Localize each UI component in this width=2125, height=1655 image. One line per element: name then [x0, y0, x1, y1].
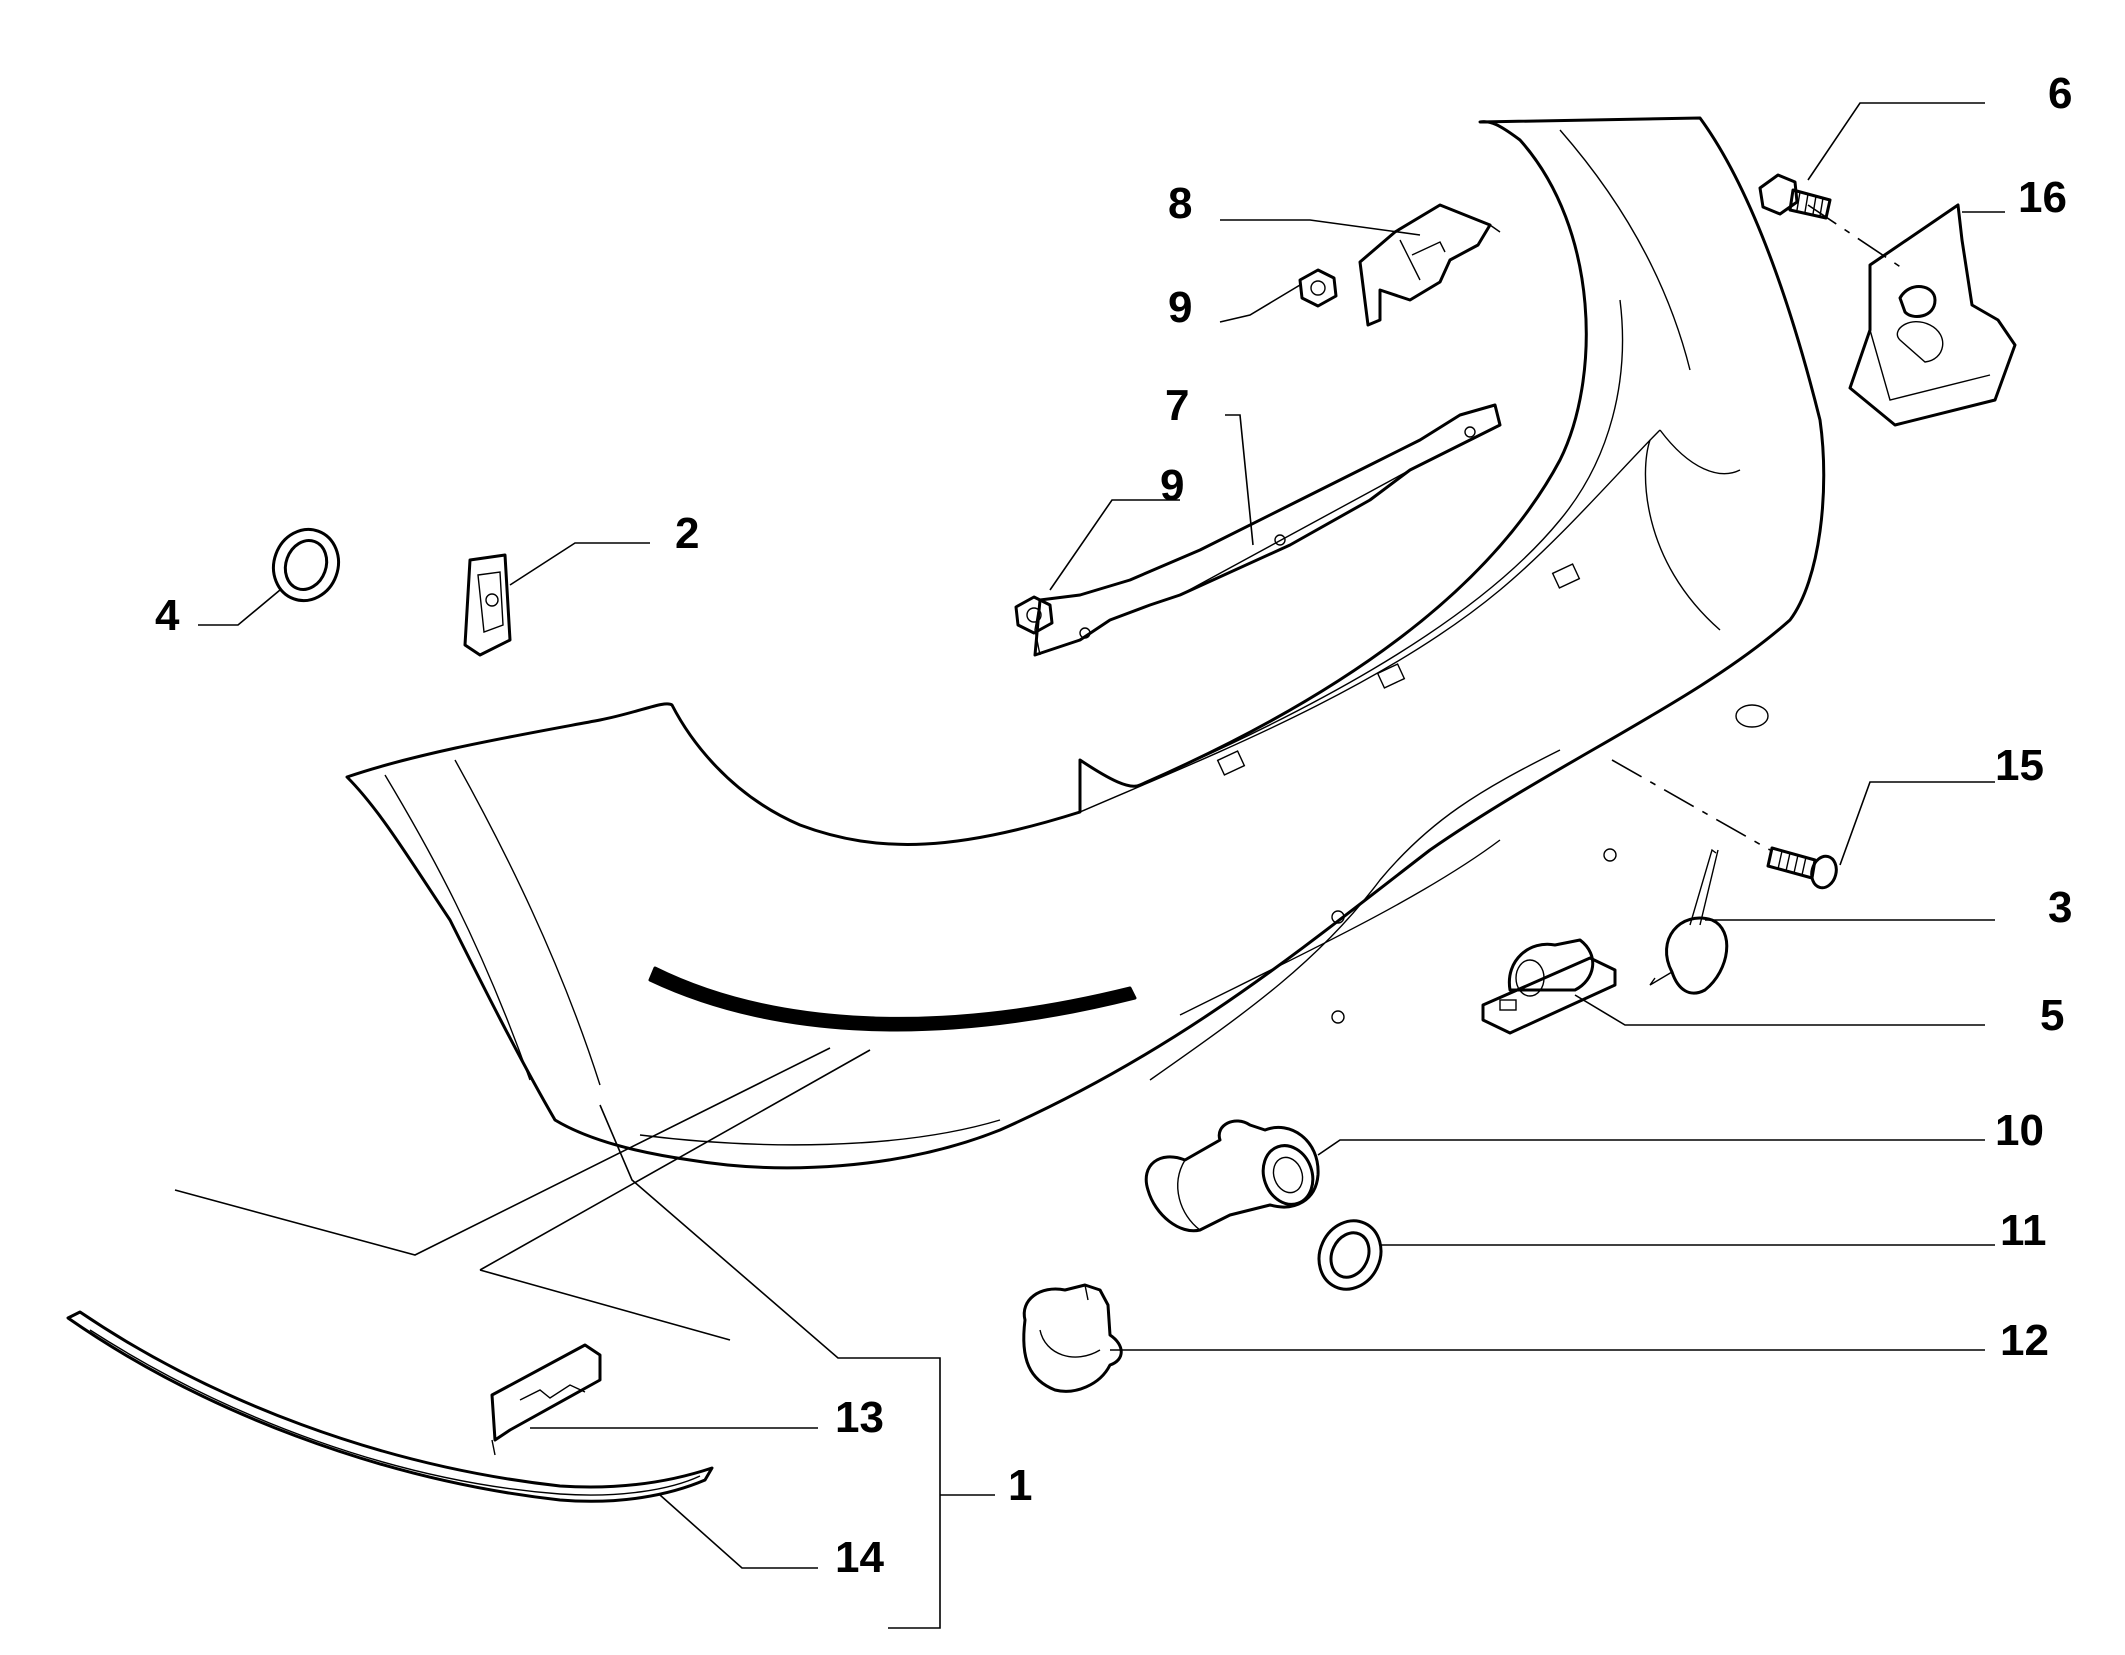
small-mounting-bracket: [1358, 203, 1501, 327]
callout-labels: 1 2 3 4 5 6 7 8 9 9 10 11 12 13 14 15 16: [155, 69, 2072, 1582]
leader-lines: [198, 102, 2005, 1629]
callout-7: 7: [1165, 381, 1189, 430]
callout-15: 15: [1995, 741, 2044, 790]
bolt-upper: [1758, 173, 1832, 220]
reference-lines: [174, 1047, 871, 1341]
sensor-grommet-ring: [1317, 1219, 1383, 1291]
callout-4: 4: [155, 591, 180, 640]
callout-10: 10: [1995, 1106, 2044, 1155]
callout-8: 8: [1168, 179, 1192, 228]
grommet-ring: [272, 527, 340, 603]
nut-upper: [1298, 268, 1338, 308]
callout-9-lower: 9: [1160, 461, 1184, 510]
screw-lower: [1766, 846, 1838, 890]
slide-clip: [490, 1343, 602, 1456]
tow-hook-cover: [1649, 848, 1729, 995]
callout-14: 14: [835, 1533, 884, 1582]
trim-strip: [66, 1310, 714, 1503]
number-plate-lamp: [1481, 938, 1617, 1035]
reinforcement-bracket: [1033, 403, 1502, 657]
callout-12: 12: [2000, 1316, 2049, 1365]
callout-11: 11: [2000, 1206, 2047, 1255]
callout-6: 6: [2048, 69, 2072, 118]
callout-2: 2: [675, 509, 699, 558]
callout-13: 13: [835, 1393, 884, 1442]
alignment-line-lower: [1611, 759, 1771, 851]
callout-5: 5: [2040, 991, 2064, 1040]
parking-sensor: [1144, 1119, 1320, 1233]
rear-bumper-shell: [345, 116, 1826, 1170]
clip-part: [463, 553, 512, 657]
callout-9-upper: 9: [1168, 283, 1192, 332]
side-mounting-plate: [1848, 203, 2017, 427]
sensor-holder: [1022, 1283, 1123, 1393]
callout-3: 3: [2048, 883, 2072, 932]
nut-lower: [1014, 595, 1054, 635]
callout-1: 1: [1008, 1461, 1032, 1510]
alignment-line-upper: [1807, 204, 1906, 271]
callout-16: 16: [2018, 173, 2067, 222]
